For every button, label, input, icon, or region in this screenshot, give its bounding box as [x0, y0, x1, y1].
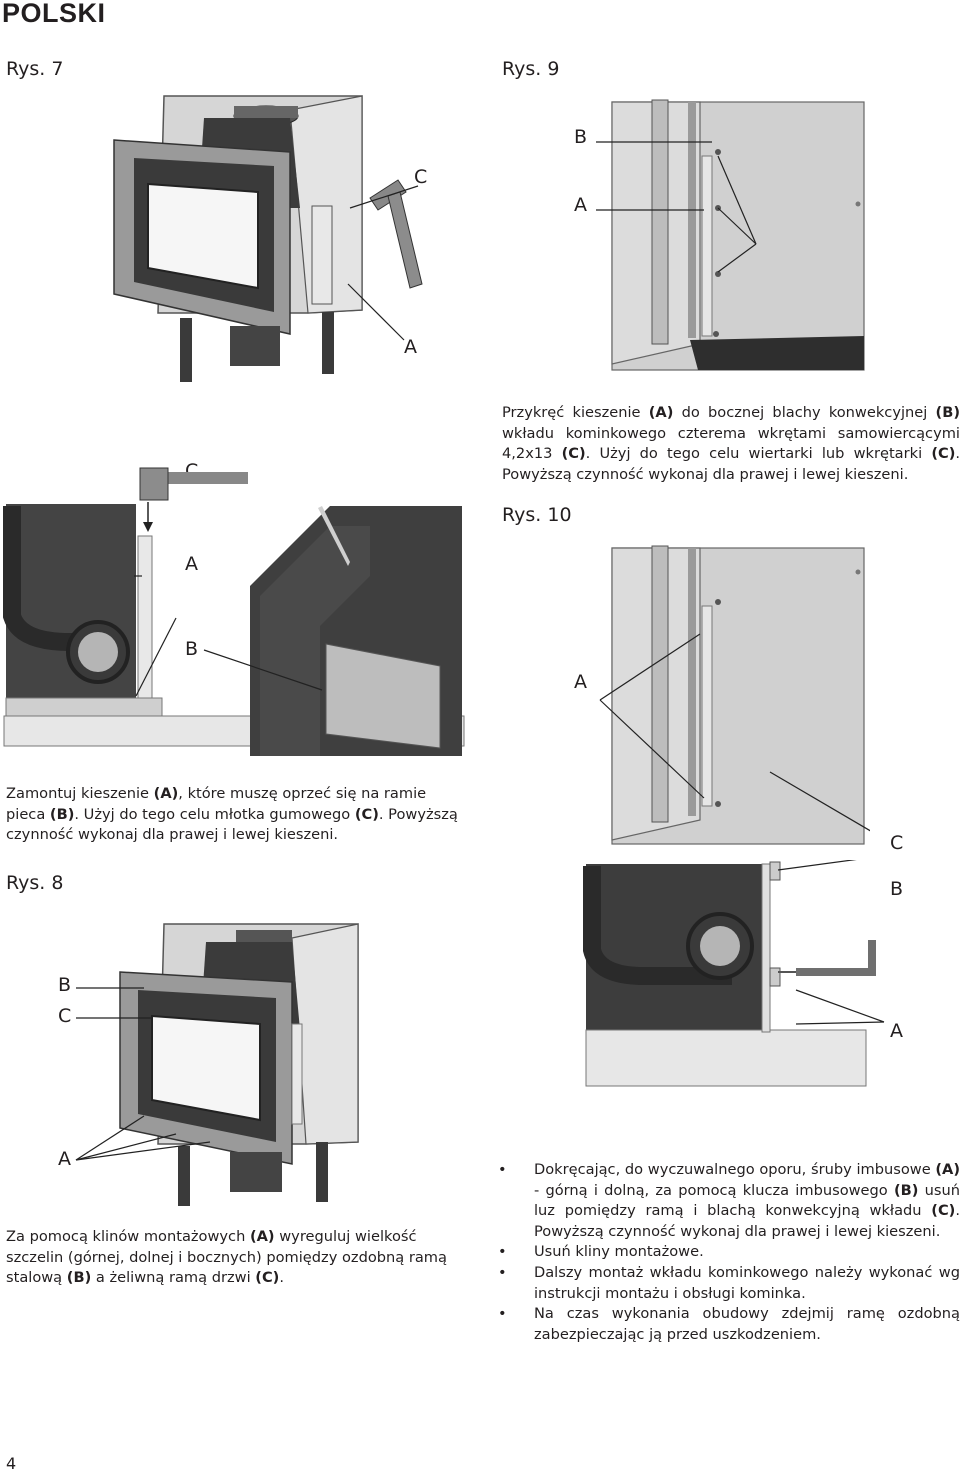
caption-rys-7: Zamontuj kieszenie (A), które muszę oprz…: [6, 785, 458, 844]
bullet-item: Na czas wykonania obudowy zdejmij ramę o…: [498, 1304, 960, 1345]
figure-rys-10-detail-illustration: [583, 860, 885, 1087]
label-a: A: [185, 553, 198, 575]
bullet-item: Dalszy montaż wkładu kominkowego należy …: [498, 1263, 960, 1304]
figure-title-rys-8: Rys. 8: [6, 872, 64, 894]
figure-title-rys-7: Rys. 7: [6, 58, 64, 80]
bullet-list-rys-10: Dokręcając, do wyczuwalnego oporu, śruby…: [498, 1160, 960, 1345]
label-b: B: [58, 974, 72, 996]
figure-rys-8-fireplace-illustration: [75, 923, 359, 1206]
label-b: B: [185, 638, 199, 660]
label-a: A: [574, 671, 587, 693]
label-b: B: [890, 878, 904, 900]
caption-rys-8: Za pomocą klinów montażowych (A) wyregul…: [6, 1228, 447, 1287]
bullet-item: Usuń kliny montażowe.: [498, 1242, 960, 1263]
label-c: C: [414, 166, 428, 188]
figure-rys-7-fireplace-illustration: [113, 95, 423, 382]
label-c: C: [890, 832, 904, 854]
label-a: A: [890, 1020, 903, 1042]
label-b: B: [574, 126, 588, 148]
figure-rys-9-illustration: [596, 99, 865, 371]
section-heading: POLSKI: [2, 0, 106, 28]
caption-rys-9: Przykręć kieszenie (A) do bocznej blachy…: [502, 404, 960, 483]
label-a: A: [574, 194, 587, 216]
figure-rys-10-illustration: [599, 545, 870, 845]
figure-title-rys-10: Rys. 10: [502, 504, 572, 526]
figure-rys-7-detail-illustration: [2, 467, 465, 756]
label-c: C: [58, 1005, 72, 1027]
page-number: 4: [6, 1454, 17, 1473]
label-a: A: [58, 1148, 71, 1170]
bullet-item: Dokręcając, do wyczuwalnego oporu, śruby…: [498, 1160, 960, 1242]
figure-title-rys-9: Rys. 9: [502, 58, 560, 80]
label-a: A: [404, 336, 417, 358]
